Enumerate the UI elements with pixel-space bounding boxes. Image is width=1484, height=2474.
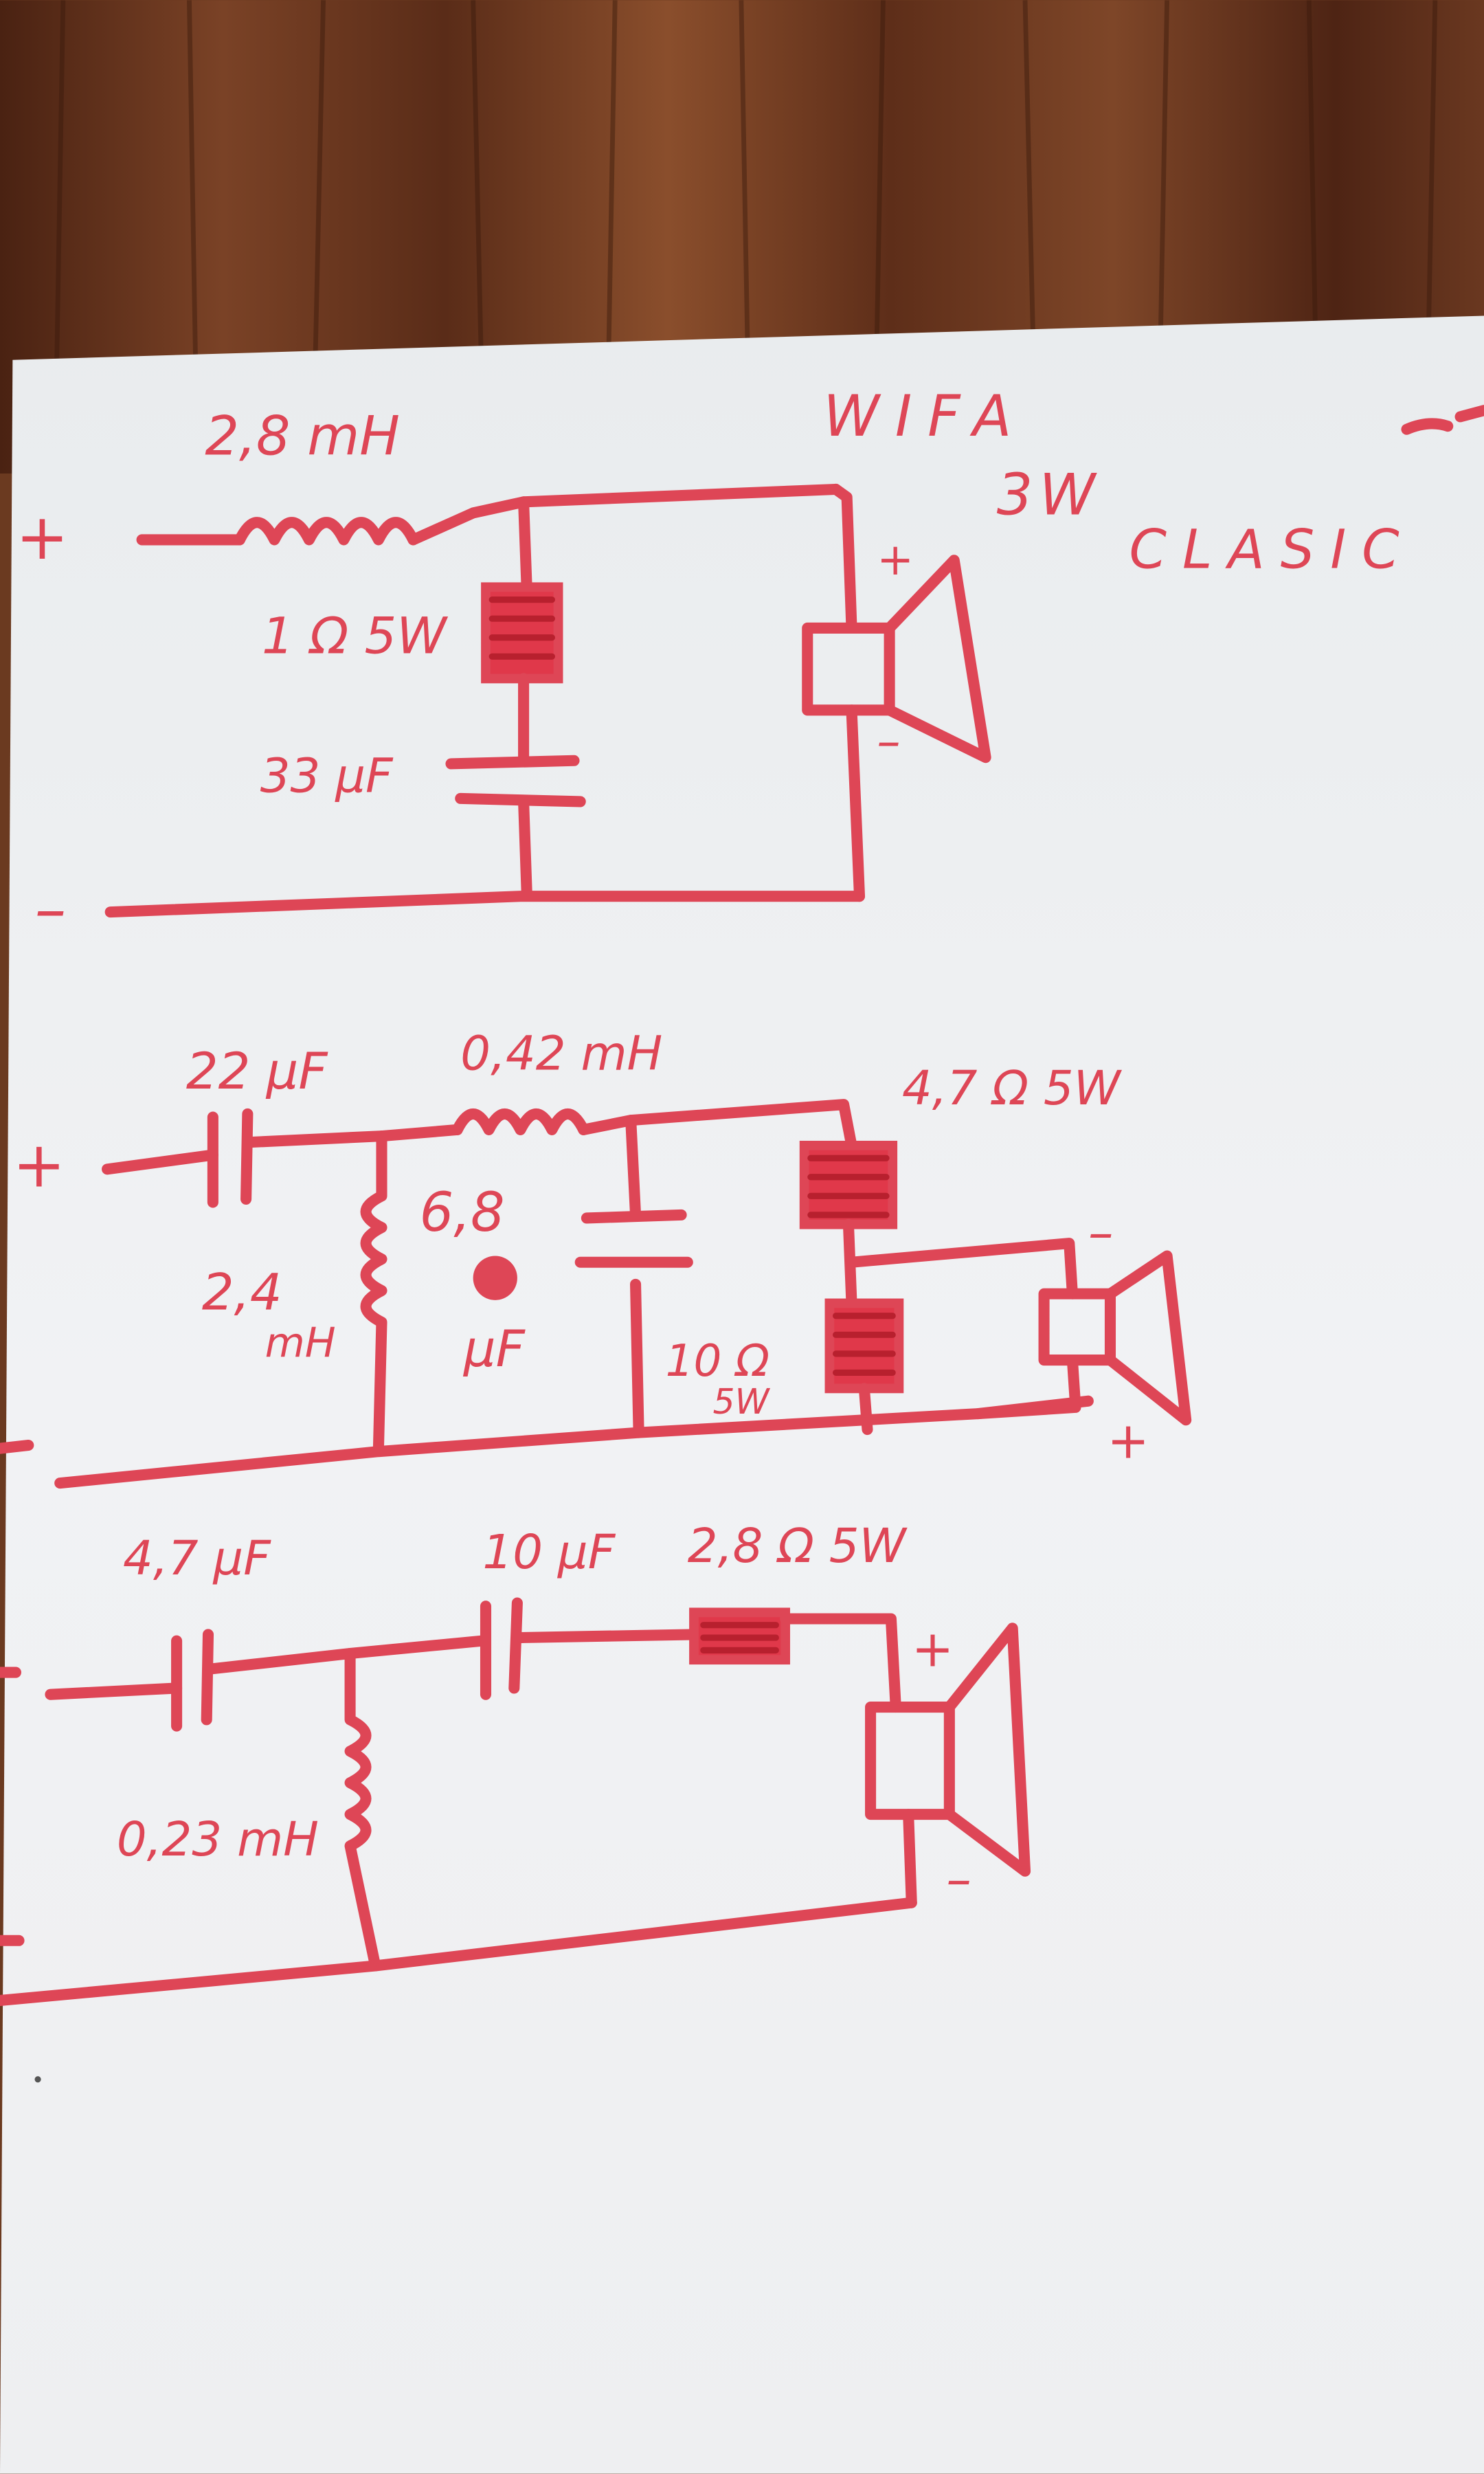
c1-resistor-label: 1 Ω 5W [262,608,448,666]
c1-speaker-icon [802,555,991,764]
c3-inductor-shunt-symbol [344,1647,381,1972]
c1-speaker-minus-label: – [877,714,900,769]
c1-capacitor-plate-top [445,755,580,770]
ink-dot [473,1256,517,1300]
c3-ground-wire [0,1897,917,2007]
c2-ground-wire [54,1395,1094,1489]
c3-input-wire [45,1682,183,1700]
c2-capacitor-shunt-bottom-wire [630,1278,644,1438]
c2-inductor-shunt-symbol [360,1130,387,1454]
c2-speaker-plus-label: + [1107,1412,1149,1470]
c3-wire-b [511,1629,700,1644]
c2-inductor-series-label: 0,42 mH [460,1027,662,1082]
c1-shunt-top-wire [518,496,532,593]
c1-inductor-symbol [234,517,419,546]
c2-capacitor-shunt-unit: μF [463,1320,526,1379]
c1-minus-terminal: – [34,873,66,946]
pen-speck [34,2076,41,2083]
c2-inductor-shunt-value: 2,4 [202,1264,282,1322]
edge-scribble [1401,405,1484,435]
title-model: 3W [997,463,1102,528]
c3-speaker-minus-label: – [946,1850,971,1908]
title-brand: WIFA [823,383,1027,449]
c3-capacitor-1-label: 4,7 μF [123,1531,271,1586]
c3-speaker-plus-wire [780,1613,901,1713]
c1-top-wire [407,483,842,546]
c2-capacitor-shunt-top-wire [625,1115,642,1221]
c2-resistor-shunt-rating: 5W [713,1381,771,1422]
c1-speaker-plus-label: + [877,534,914,586]
c3-speaker-icon [865,1623,1031,1877]
c2-capacitor-shunt-plate-top [581,1209,687,1224]
c2-speaker-minus-wire [846,1238,1078,1300]
c3-inductor-shunt-label: 0,23 mH [117,1812,319,1867]
c2-input-wire [102,1149,218,1175]
c3-resistor-label: 2,8 Ω 5W [688,1519,908,1574]
c1-plus-terminal: + [16,500,69,574]
c2-capacitor-series-plate-right [240,1108,254,1205]
c1-shunt-bottom-wire [518,796,532,898]
circuit-1: + – 2,8 mH 1 Ω 5W 33 μF + – [16,405,991,946]
c2-minus-terminal-mark [0,1439,34,1454]
c3-capacitor-1-plate-right [201,1629,214,1726]
c2-speaker-minus-label: – [1088,1203,1114,1262]
c2-plus-terminal: + [12,1128,65,1202]
c2-inductor-series-symbol [451,1108,589,1135]
c1-speaker-plus-wire [830,483,857,634]
c2-resistor-shunt-value: 10 Ω [666,1335,769,1387]
circuit-3: 4,7 μF 10 μF 2,8 Ω 5W 0,23 mH + – [0,1519,1031,2007]
c3-speaker-minus-wire [903,1809,917,1908]
title-series: CLASIC [1129,520,1415,581]
c3-speaker-plus-label: + [912,1620,954,1678]
c1-inductor-label: 2,8 mH [205,405,400,467]
c1-capacitor-label: 33 μF [260,749,394,804]
c2-speaker-icon [1038,1250,1192,1426]
c2-resistor-series-label: 4,7 Ω 5W [902,1061,1123,1116]
c3-capacitor-2-label: 10 μF [482,1525,616,1580]
c2-capacitor-shunt-value: 6,8 [420,1182,505,1244]
c2-inductor-shunt-unit: mH [265,1319,336,1367]
wood-grain [54,0,1438,364]
c1-speaker-minus-wire [846,704,866,902]
c2-top-wire-right [578,1099,857,1151]
c2-capacitor-series-label: 22 μF [186,1043,329,1101]
c3-capacitor-2-plate-right [508,1597,523,1694]
circuit-2: + 22 μF 0,42 mH 4,7 Ω 5W 2,4 mH 6,8 μF 1… [0,1027,1192,1489]
c1-ground-wire [104,891,866,918]
